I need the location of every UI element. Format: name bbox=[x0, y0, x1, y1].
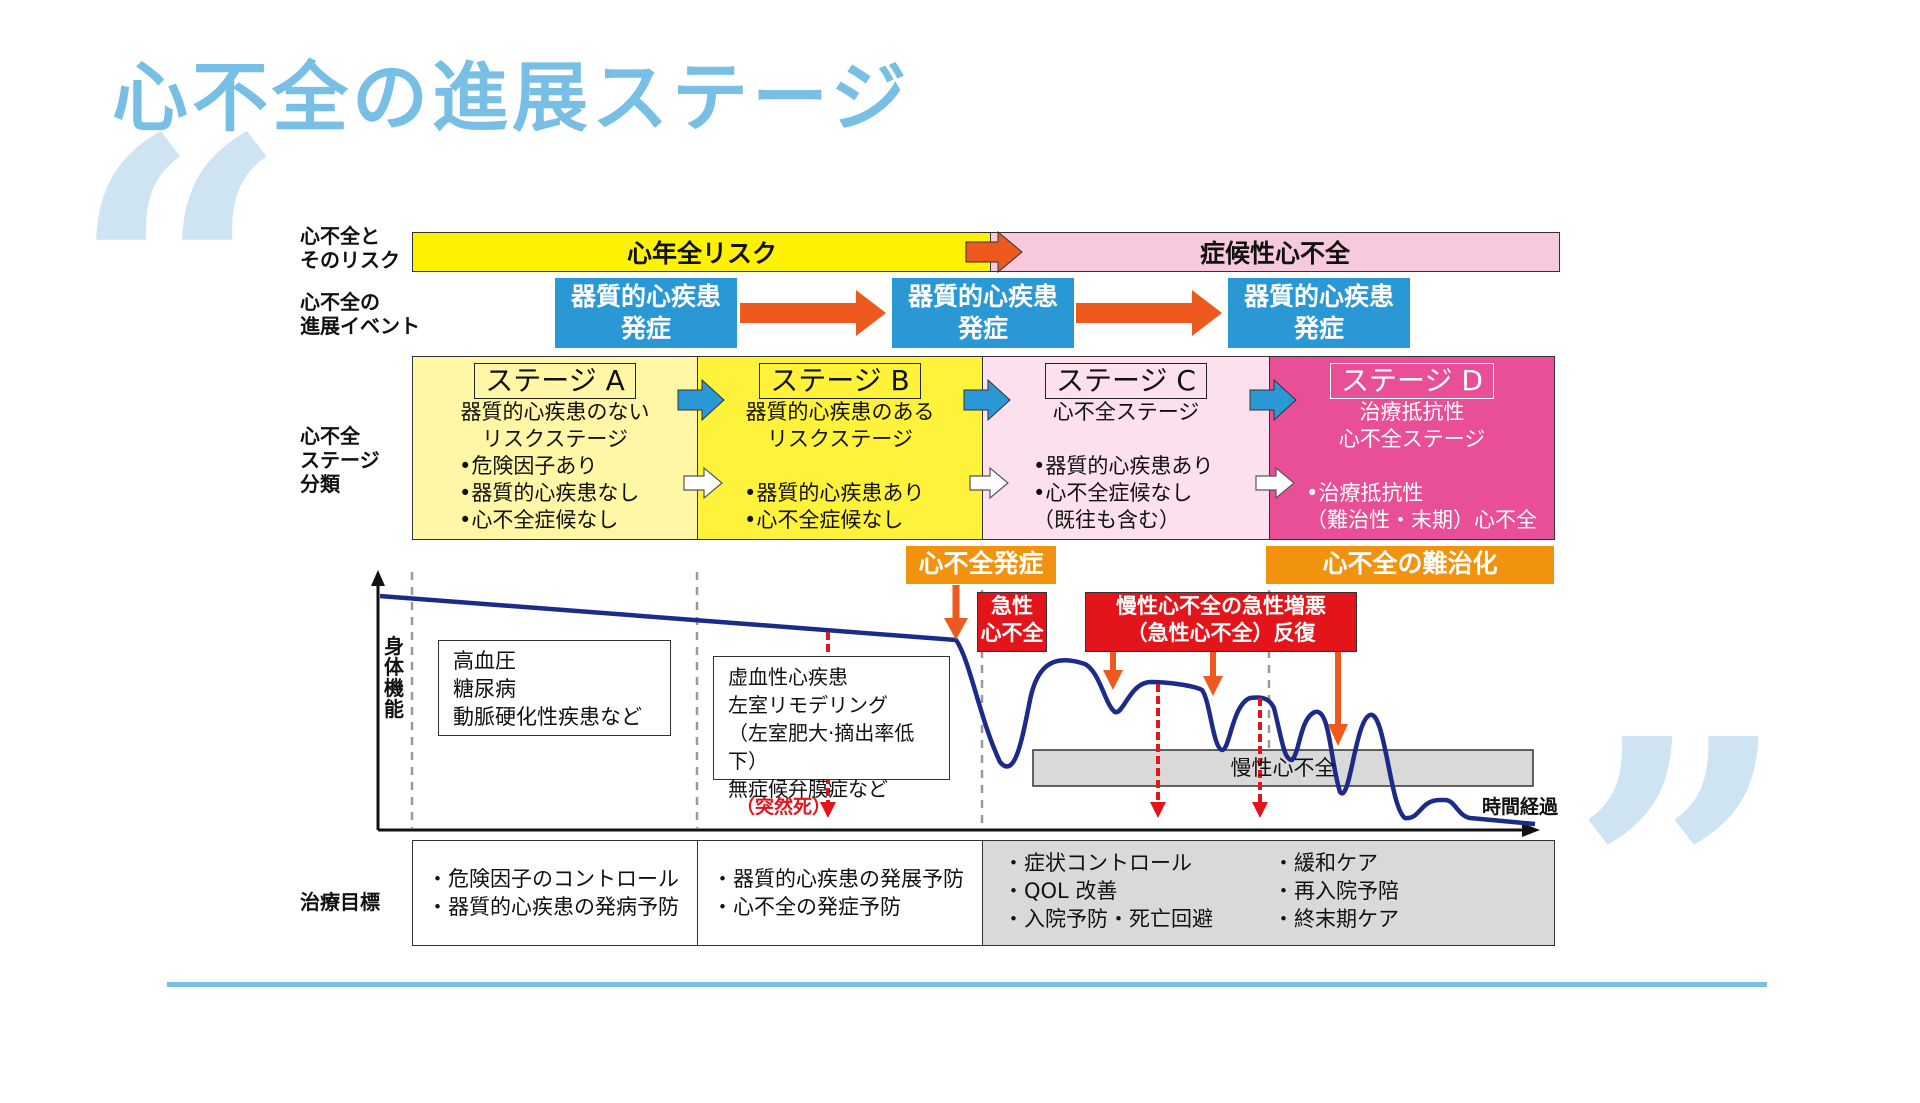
stage-a-subtitle: 器質的心疾患のないリスクステージ bbox=[460, 400, 650, 451]
x-axis-label: 時間経過 bbox=[1482, 796, 1559, 818]
goal-box-cd: ・症状コントロール・QOL 改善・入院予防・死亡回避 ・緩和ケア・再入院予陪・終… bbox=[982, 840, 1555, 946]
stage-d-subtitle: 治療抵抗性心不全ステージ bbox=[1338, 400, 1486, 451]
close-quote-icon: ” bbox=[1570, 656, 1789, 1103]
event-arrow-icon-2 bbox=[1076, 290, 1222, 336]
white-arrow-icon-ab bbox=[683, 466, 723, 500]
sudden-death-arrow-icon-b bbox=[820, 802, 836, 818]
goal-box-a: ・危険因子のコントロール・器質的心疾患の発病予防 bbox=[412, 840, 698, 946]
chronic-hf-label: 慢性心不全 bbox=[1230, 756, 1336, 780]
stage-b-title: ステージ B bbox=[759, 363, 921, 399]
structural-disease-box: 虚血性心疾患左室リモデリング（左室肥大·摘出率低下）無症候弁膜症など bbox=[713, 656, 950, 801]
stage-d-box: ステージ D 治療抵抗性心不全ステージ •治療抵抗性（難治性・末期）心不全 bbox=[1269, 356, 1555, 540]
bottom-rule bbox=[167, 982, 1767, 987]
onset-label: 心不全発症 bbox=[906, 546, 1056, 584]
acute-hf-label: 急性心不全 bbox=[977, 592, 1047, 652]
goal-cd-right: ・緩和ケア・再入院予陪・終末期ケア bbox=[1273, 851, 1399, 931]
event-box-3: 器質的心疾患発症 bbox=[1228, 278, 1410, 348]
stage-a-bullets: •危険因子あり•器質的心疾患なし•心不全症候なし bbox=[459, 454, 640, 532]
stage-b-bullets: •器質的心疾患あり•心不全症候なし bbox=[744, 481, 925, 532]
page-title: 心不全の進展ステージ bbox=[112, 53, 911, 142]
risk-factors-box: 高血圧糖尿病動脈硬化性疾患など bbox=[438, 640, 671, 736]
open-quote-icon: “ bbox=[70, 56, 289, 503]
event-box-2: 器質的心疾患発症 bbox=[892, 278, 1074, 348]
goal-box-b: ・器質的心疾患の発展予防・心不全の発症予防 bbox=[697, 840, 983, 946]
y-axis-arrow-icon bbox=[371, 570, 385, 586]
goal-cd-left: ・症状コントロール・QOL 改善・入院予防・死亡回避 bbox=[1003, 851, 1213, 931]
symptomatic-band: 症候性心不全 bbox=[990, 232, 1560, 272]
refractory-label: 心不全の難治化 bbox=[1266, 546, 1554, 584]
sudden-death-arrow-icon-c1 bbox=[1150, 802, 1166, 818]
band-arrow-icon bbox=[965, 230, 1023, 274]
stage-c-title: ステージ C bbox=[1045, 363, 1207, 399]
event-arrow-icon-1 bbox=[740, 290, 886, 336]
exacerbation-arrow-icon-1 bbox=[1103, 670, 1123, 690]
stage-arrow-icon-cd bbox=[1249, 378, 1297, 422]
stage-c-subtitle: 心不全ステージ bbox=[1052, 400, 1200, 424]
row-label-risk: 心不全とそのリスク bbox=[300, 224, 400, 272]
exacerbation-arrow-icon-2 bbox=[1203, 676, 1223, 696]
stage-arrow-icon-bc bbox=[963, 378, 1011, 422]
exacerbation-label: 慢性心不全の急性増悪（急性心不全）反復 bbox=[1085, 592, 1357, 652]
onset-arrow-icon bbox=[944, 618, 968, 640]
function-curve bbox=[379, 593, 1536, 827]
exacerbation-arrow-icon-3 bbox=[1328, 724, 1348, 746]
risk-band: 心年全リスク bbox=[412, 232, 992, 272]
white-arrow-icon-cd bbox=[1255, 466, 1295, 500]
sudden-death-arrow-icon-c2 bbox=[1252, 802, 1268, 818]
white-arrow-icon-bc bbox=[969, 466, 1009, 500]
stage-arrow-icon-ab bbox=[677, 378, 725, 422]
stage-c-bullets: •器質的心疾患あり•心不全症候なし（既往も含む） bbox=[1033, 454, 1214, 532]
stage-a-box: ステージ A 器質的心疾患のないリスクステージ •危険因子あり•器質的心疾患なし… bbox=[412, 356, 698, 540]
event-box-1: 器質的心疾患発症 bbox=[555, 278, 737, 348]
sudden-death-label: （突然死） bbox=[736, 796, 832, 818]
stage-b-subtitle: 器質的心疾患のあるリスクステージ bbox=[745, 400, 935, 451]
row-label-events: 心不全の進展イベント bbox=[300, 290, 420, 338]
x-axis-arrow-icon bbox=[1522, 823, 1540, 837]
stage-c-box: ステージ C 心不全ステージ •器質的心疾患あり•心不全症候なし（既往も含む） bbox=[982, 356, 1270, 540]
stage-d-title: ステージ D bbox=[1330, 363, 1494, 399]
stage-b-box: ステージ B 器質的心疾患のあるリスクステージ •器質的心疾患あり•心不全症候な… bbox=[697, 356, 983, 540]
stage-d-bullets: •治療抵抗性（難治性・末期）心不全 bbox=[1306, 481, 1537, 532]
stage-a-title: ステージ A bbox=[474, 363, 636, 399]
row-label-stages: 心不全ステージ分類 bbox=[300, 424, 380, 496]
y-axis-label: 身体機能 bbox=[384, 634, 404, 721]
row-label-goals: 治療目標 bbox=[300, 890, 380, 914]
